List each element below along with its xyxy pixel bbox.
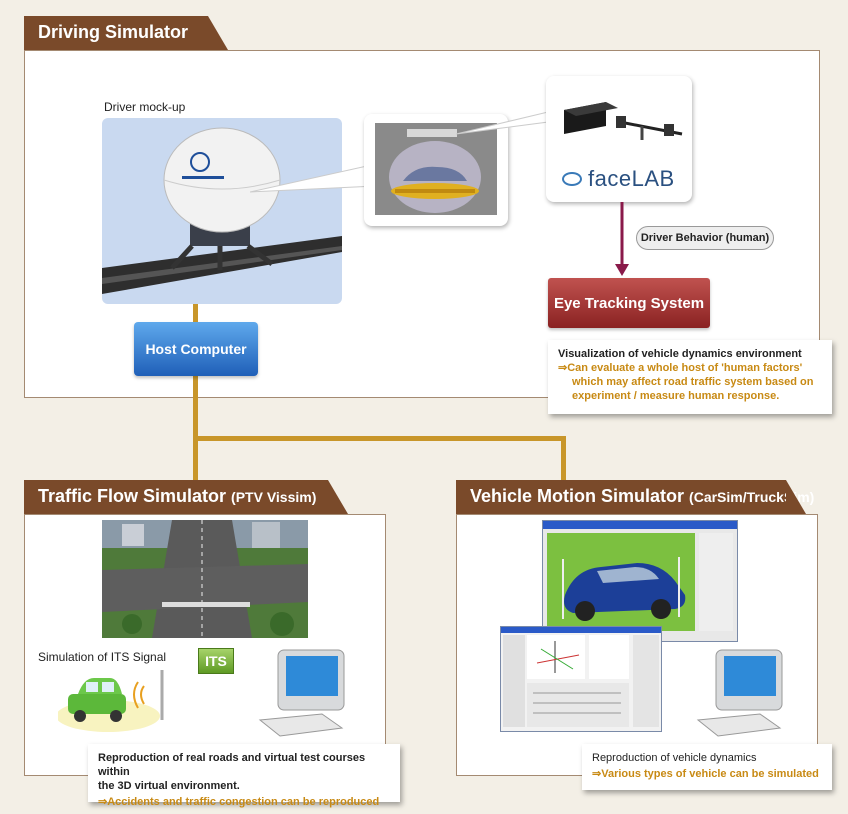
traffic-note-line1: Reproduction of real roads and virtual t… bbox=[98, 752, 366, 778]
traffic-flow-title: Traffic Flow Simulator bbox=[38, 486, 227, 506]
traffic-note-line3: ⇒Accidents and traffic congestion can be… bbox=[98, 796, 380, 808]
its-chip: ITS bbox=[198, 648, 234, 674]
connector-horizontal bbox=[193, 436, 565, 441]
eye-icon bbox=[562, 172, 582, 186]
callout-wedge-facelab bbox=[456, 111, 549, 135]
callout-wedge bbox=[250, 163, 377, 193]
carsim-plot-window bbox=[500, 626, 662, 732]
eye-tracking-system-button: Eye Tracking System bbox=[548, 278, 710, 328]
driving-note-line2: ⇒Can evaluate a whole host of 'human fac… bbox=[558, 362, 803, 374]
traffic-intersection-image bbox=[102, 520, 308, 638]
driving-simulator-title: Driving Simulator bbox=[38, 22, 189, 42]
car-icon bbox=[58, 670, 164, 732]
driver-mockup-image bbox=[102, 118, 342, 304]
its-signal-label: Simulation of ITS Signal bbox=[38, 650, 167, 664]
driver-mockup-label: Driver mock-up bbox=[104, 100, 186, 114]
driving-note-line4: experiment / measure human response. bbox=[572, 390, 780, 402]
connector-vehicle-down bbox=[561, 436, 566, 486]
down-arrow bbox=[615, 202, 629, 276]
computer-icon-vehicle bbox=[696, 649, 783, 737]
traffic-note-line2: the 3D virtual environment. bbox=[98, 780, 240, 792]
traffic-flow-subtitle: (PTV Vissim) bbox=[231, 489, 317, 505]
carsim-window bbox=[542, 520, 738, 642]
host-computer-button: Host Computer bbox=[134, 322, 258, 376]
vehicle-note-line1: Reproduction of vehicle dynamics bbox=[592, 752, 757, 764]
driving-note-line3: which may affect road traffic system bas… bbox=[572, 376, 814, 388]
cockpit-image bbox=[364, 114, 508, 226]
computer-icon bbox=[258, 649, 345, 737]
driver-behavior-pill: Driver Behavior (human) bbox=[636, 226, 774, 250]
driving-simulator-header: Driving Simulator bbox=[24, 16, 228, 50]
connector-host-down bbox=[193, 376, 198, 486]
traffic-note: Reproduction of real roads and virtual t… bbox=[88, 744, 400, 808]
traffic-flow-header: Traffic Flow Simulator (PTV Vissim) bbox=[24, 480, 348, 514]
facelab-box: faceLAB bbox=[546, 76, 692, 202]
facelab-logo: faceLAB bbox=[562, 166, 675, 192]
vehicle-motion-title: Vehicle Motion Simulator bbox=[470, 486, 685, 506]
driving-note: Visualization of vehicle dynamics enviro… bbox=[548, 340, 832, 414]
driving-note-line1: Visualization of vehicle dynamics enviro… bbox=[558, 348, 802, 360]
vehicle-note-line2: ⇒Various types of vehicle can be simulat… bbox=[592, 768, 819, 780]
vehicle-motion-header: Vehicle Motion Simulator (CarSim/TruckSi… bbox=[456, 480, 814, 514]
connector-host-up bbox=[193, 304, 198, 324]
vehicle-note: Reproduction of vehicle dynamics ⇒Variou… bbox=[582, 744, 832, 790]
vehicle-motion-subtitle: (CarSim/TruckSim) bbox=[689, 489, 815, 505]
